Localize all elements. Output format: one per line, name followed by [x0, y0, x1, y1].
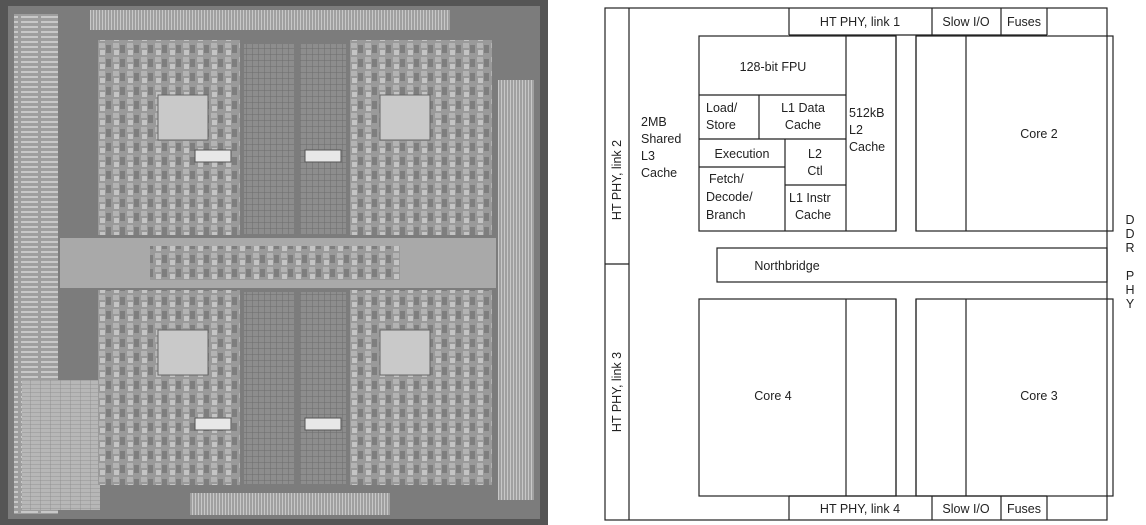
l1-data-cache-label-line2: Cache: [785, 118, 821, 132]
l1-instr-cache-label-line2: Cache: [795, 208, 831, 222]
floorplan-outer-frame: [604, 7, 1108, 521]
fetch-decode-label-line3: Branch: [706, 208, 746, 222]
l3-cache-label-line3: L3: [641, 149, 655, 163]
fpu-block-top-left: [157, 94, 209, 141]
l3-cache-label-line4: Cache: [641, 166, 677, 180]
fuses-bottom-label: Fuses: [1007, 502, 1041, 516]
l1-data-cache-label-line1: L1 Data: [781, 101, 825, 115]
ddr-phy-letter-3: R: [1125, 241, 1134, 255]
l3-cache-label-line2: Shared: [641, 132, 681, 146]
l2-array-3: [244, 292, 294, 484]
ddr-phy-letter-6: H: [1125, 283, 1134, 297]
l2-cache-label-line3: Cache: [849, 140, 885, 154]
core4-region: [698, 298, 897, 497]
ddr-phy-letter-2: D: [1125, 227, 1134, 241]
array-block-4: [304, 417, 342, 431]
fetch-decode-label-line1: Fetch/: [709, 172, 744, 186]
fpu-block-bottom-left: [157, 329, 209, 376]
northbridge-label: Northbridge: [754, 259, 819, 273]
ht-phy-link1-label: HT PHY, link 1: [820, 15, 900, 29]
l3-cache-label-line1: 2MB: [641, 115, 667, 129]
top-ht-strip: [90, 10, 450, 30]
execution-label: Execution: [715, 147, 770, 161]
l2-cache-label-line2: L2: [849, 123, 863, 137]
fpu-label: 128-bit FPU: [740, 60, 807, 74]
l2-ctl-label-line1: L2: [808, 147, 822, 161]
fpu-block-top-right: [379, 94, 431, 141]
core-quadrant-bottom-right: [350, 290, 492, 485]
l2-cache-label-line1: 512kB: [849, 106, 884, 120]
ht-phy-link4-label: HT PHY, link 4: [820, 502, 900, 516]
l1-instr-cache-label-line1: L1 Instr: [789, 191, 831, 205]
load-store-label-line1: Load/: [706, 101, 738, 115]
fuses-top-label: Fuses: [1007, 15, 1041, 29]
ht-phy-link2-label: HT PHY, link 2: [610, 140, 624, 220]
die-photograph: [0, 0, 548, 525]
core4-label: Core 4: [754, 389, 792, 403]
l2-array-2: [300, 44, 346, 234]
fpu-block-bottom-right: [379, 329, 431, 376]
ddr-phy-letter-1: D: [1125, 213, 1134, 227]
slow-io-top-label: Slow I/O: [942, 15, 990, 29]
array-block-3: [194, 417, 232, 431]
l2-ctl-label-line2: Ctl: [807, 164, 822, 178]
floorplan-diagram: HT PHY, link 2 HT PHY, link 3 HT PHY, li…: [604, 7, 1135, 521]
core2-region: [915, 35, 1114, 232]
core-quadrant-bottom-left: [98, 290, 240, 485]
l2-array-1: [244, 44, 294, 234]
core3-region: [915, 298, 1114, 497]
fetch-decode-label-line2: Decode/: [706, 190, 753, 204]
bottom-ht-strip: [190, 493, 390, 515]
northbridge-box: [716, 247, 1108, 283]
array-block-1: [194, 149, 232, 163]
ddr-phy-strip: [498, 80, 534, 500]
load-store-label-line2: Store: [706, 118, 736, 132]
l2-array-4: [300, 292, 346, 484]
ddr-phy-letter-7: Y: [1126, 297, 1135, 311]
slow-io-bottom-label: Slow I/O: [942, 502, 990, 516]
lower-left-l3-block: [22, 380, 100, 510]
ddr-phy-letter-5: P: [1126, 269, 1134, 283]
core3-label: Core 3: [1020, 389, 1058, 403]
ht-phy-link3-label: HT PHY, link 3: [610, 352, 624, 432]
northbridge-logic: [150, 246, 400, 280]
core2-label: Core 2: [1020, 127, 1058, 141]
array-block-2: [304, 149, 342, 163]
